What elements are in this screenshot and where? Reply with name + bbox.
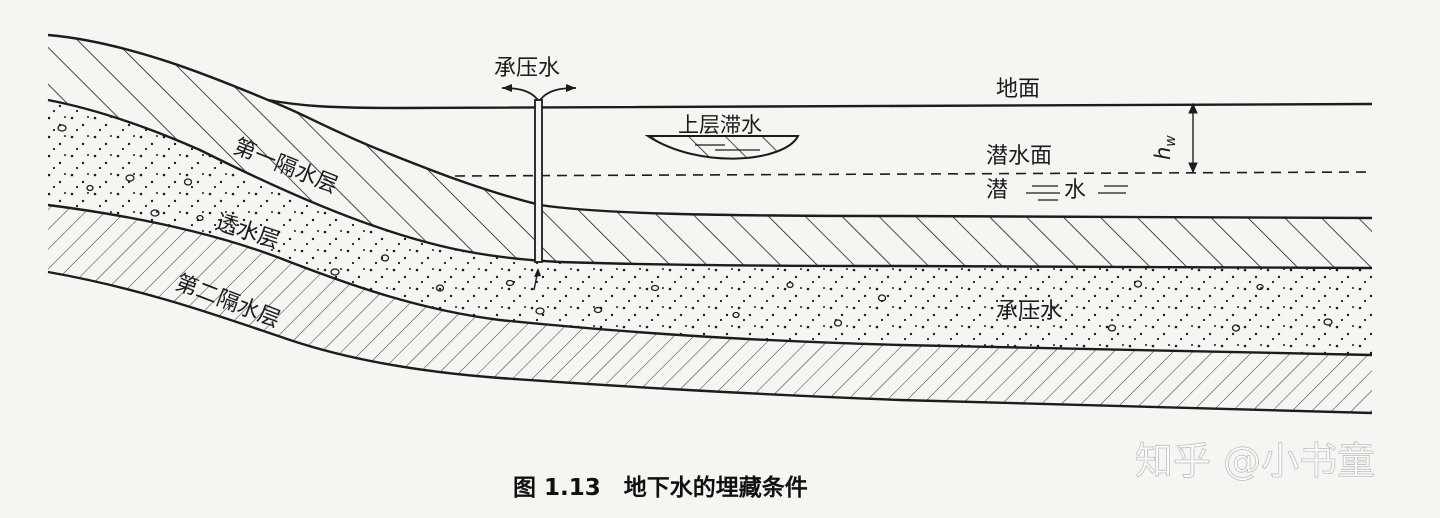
phreatic-water-label-right: 水 [1064,178,1086,203]
first-aquiclude-layer [48,35,1372,268]
artesian-outflow-label: 承压水 [494,56,560,81]
hw-dimension [1188,102,1198,174]
phreatic-surface-label: 潜水面 [986,144,1052,169]
phreatic-water-marks [1026,185,1128,201]
perched-water-label: 上层滞水 [678,113,762,137]
figure-caption: 图 1.13 地下水的埋藏条件 [513,474,808,501]
second-aquiclude-layer [48,205,1372,413]
aquifer-layer [48,100,1372,355]
aquifer-pebbles [57,124,1333,332]
first-aquiclude-bottom-line [47,98,1373,270]
hw-subscript: w [1163,135,1179,147]
confined-water-label: 承压水 [996,299,1062,324]
perched-water-lens [644,135,800,160]
phreatic-water-label-left: 潜 [986,178,1008,203]
artesian-well [501,84,577,291]
second-aquiclude-top-line [47,203,1373,357]
ground-surface-label: 地面 [996,77,1040,102]
second-aquiclude-bottom-line [47,270,1373,415]
phreatic-surface-line [454,171,1373,177]
layer-boundaries [47,33,1373,415]
hw-label: hw [1151,135,1179,160]
watermark: 知乎 @小书童 [1135,439,1375,483]
ground-surface-line [267,98,1373,110]
first-aquiclude-top-line [47,33,1373,220]
hw-main: h [1151,147,1175,160]
